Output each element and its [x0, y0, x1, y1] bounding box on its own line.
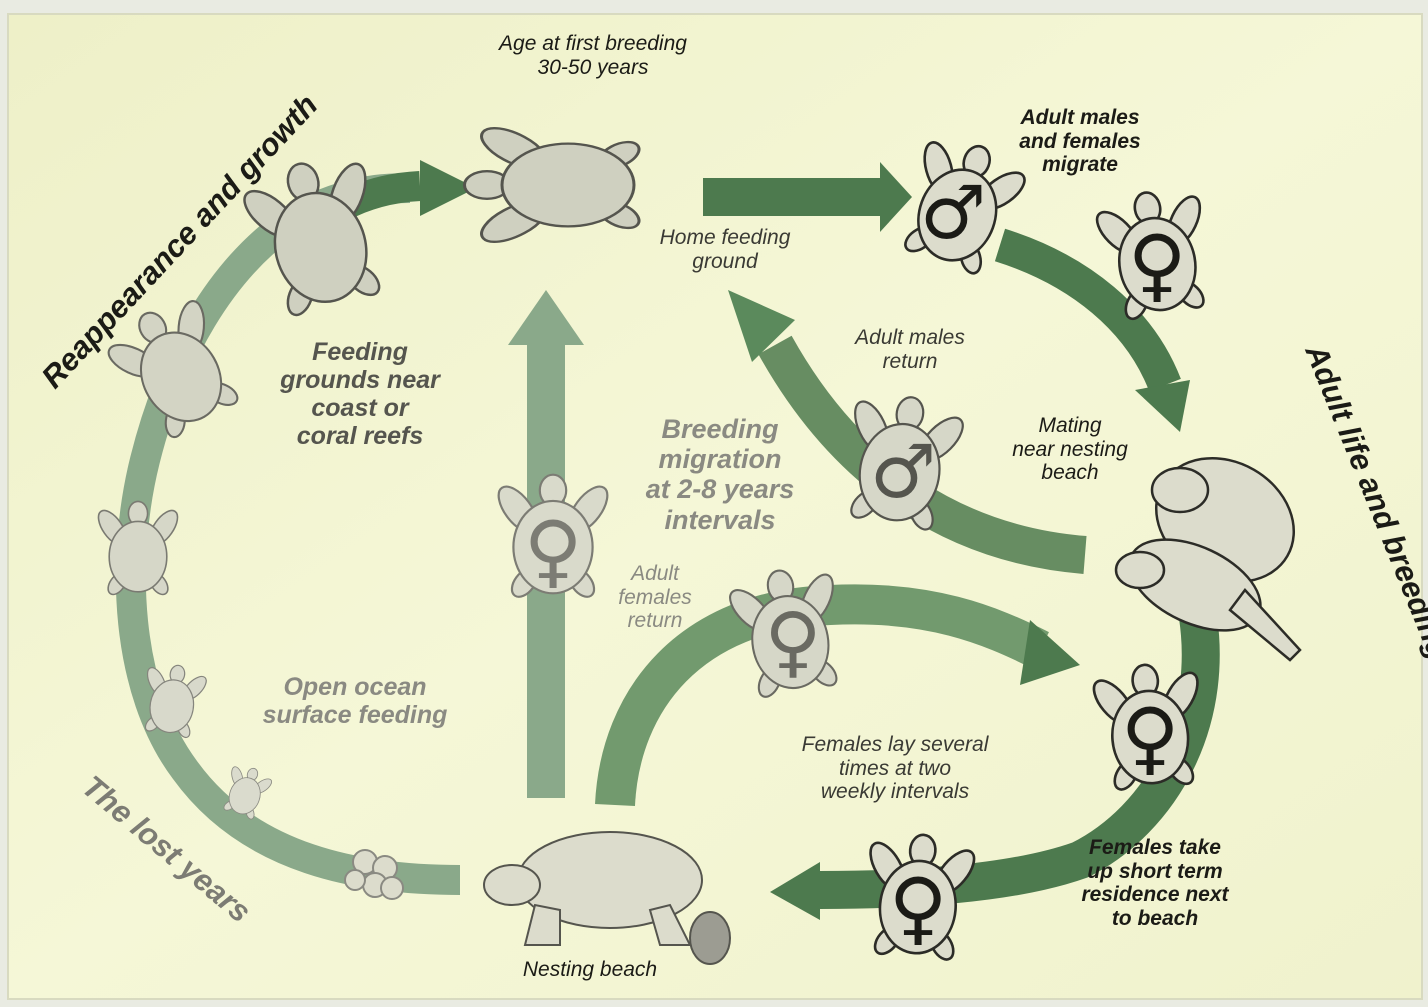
egg-clutch-icon: [690, 912, 730, 964]
males-return-label: Adult males return: [830, 326, 990, 373]
female-symbol-icon: ♀: [1121, 691, 1180, 784]
feeding-grounds-label: Feeding grounds near coast or coral reef…: [250, 338, 470, 450]
male-symbol-icon: ♂: [870, 429, 936, 515]
male-symbol-icon: ♂: [920, 170, 986, 256]
mating-label: Mating near nesting beach: [990, 414, 1150, 485]
female-symbol-icon: ♀: [889, 861, 948, 954]
age-first-breeding-label: Age at first breeding 30-50 years: [478, 32, 708, 79]
females-return-label: Adult females return: [595, 562, 715, 633]
home-feeding-label: Home feeding ground: [640, 226, 810, 273]
female-symbol-icon: ♀: [764, 597, 821, 687]
adults-migrate-label: Adult males and females migrate: [990, 106, 1170, 177]
open-ocean-label: Open ocean surface feeding: [250, 673, 460, 729]
breeding-migration-label: Breeding migration at 2-8 years interval…: [620, 414, 820, 535]
nesting-beach-label: Nesting beach: [500, 958, 680, 982]
females-lay-label: Females lay several times at two weekly …: [780, 733, 1010, 804]
females-take-label: Females take up short term residence nex…: [1065, 836, 1245, 930]
female-symbol-icon: ♀: [524, 504, 583, 597]
female-symbol-icon: ♀: [1128, 218, 1187, 311]
